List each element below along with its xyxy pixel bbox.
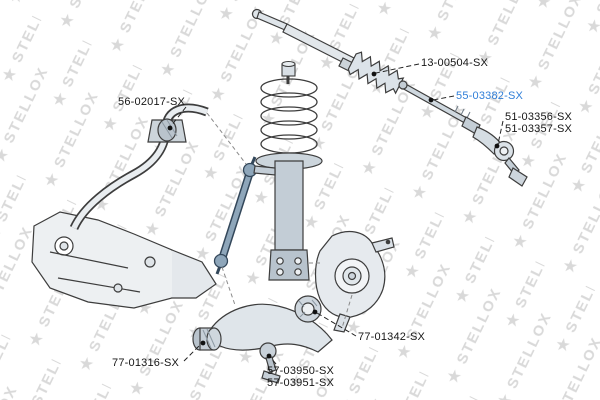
part-label-51-03357-sx[interactable]: 51-03357-SX	[505, 123, 573, 135]
subframe-drawing	[31, 211, 217, 309]
steering-rack-drawing	[251, 8, 528, 187]
part-label-77-01316-sx[interactable]: 77-01316-SX	[112, 357, 180, 369]
part-label-13-00504-sx[interactable]: 13-00504-SX	[421, 57, 489, 69]
part-label-77-01342-sx[interactable]: 77-01342-SX	[358, 331, 426, 343]
strut-link-bracket	[253, 165, 276, 176]
part-label-57-03951-sx[interactable]: 57-03951-SX	[267, 377, 335, 389]
assembly-guide-lines	[206, 112, 353, 329]
leader-dots	[167, 71, 500, 359]
coil-spring-drawing	[260, 61, 318, 154]
stabilizer-link-drawing	[213, 156, 258, 275]
leader-lines	[170, 63, 504, 365]
part-label-51-03356-sx[interactable]: 51-03356-SX	[505, 111, 573, 123]
part-label-57-03950-sx[interactable]: 57-03950-SX	[267, 365, 335, 377]
stabilizer-bar-drawing	[69, 103, 209, 231]
part-label-55-03382-sx[interactable]: 55-03382-SX	[456, 90, 524, 102]
part-label-56-02017-sx[interactable]: 56-02017-SX	[118, 96, 186, 108]
ball-stud-nut	[508, 167, 528, 187]
steering-knuckle-drawing	[314, 230, 395, 333]
strut-drawing	[253, 152, 323, 281]
